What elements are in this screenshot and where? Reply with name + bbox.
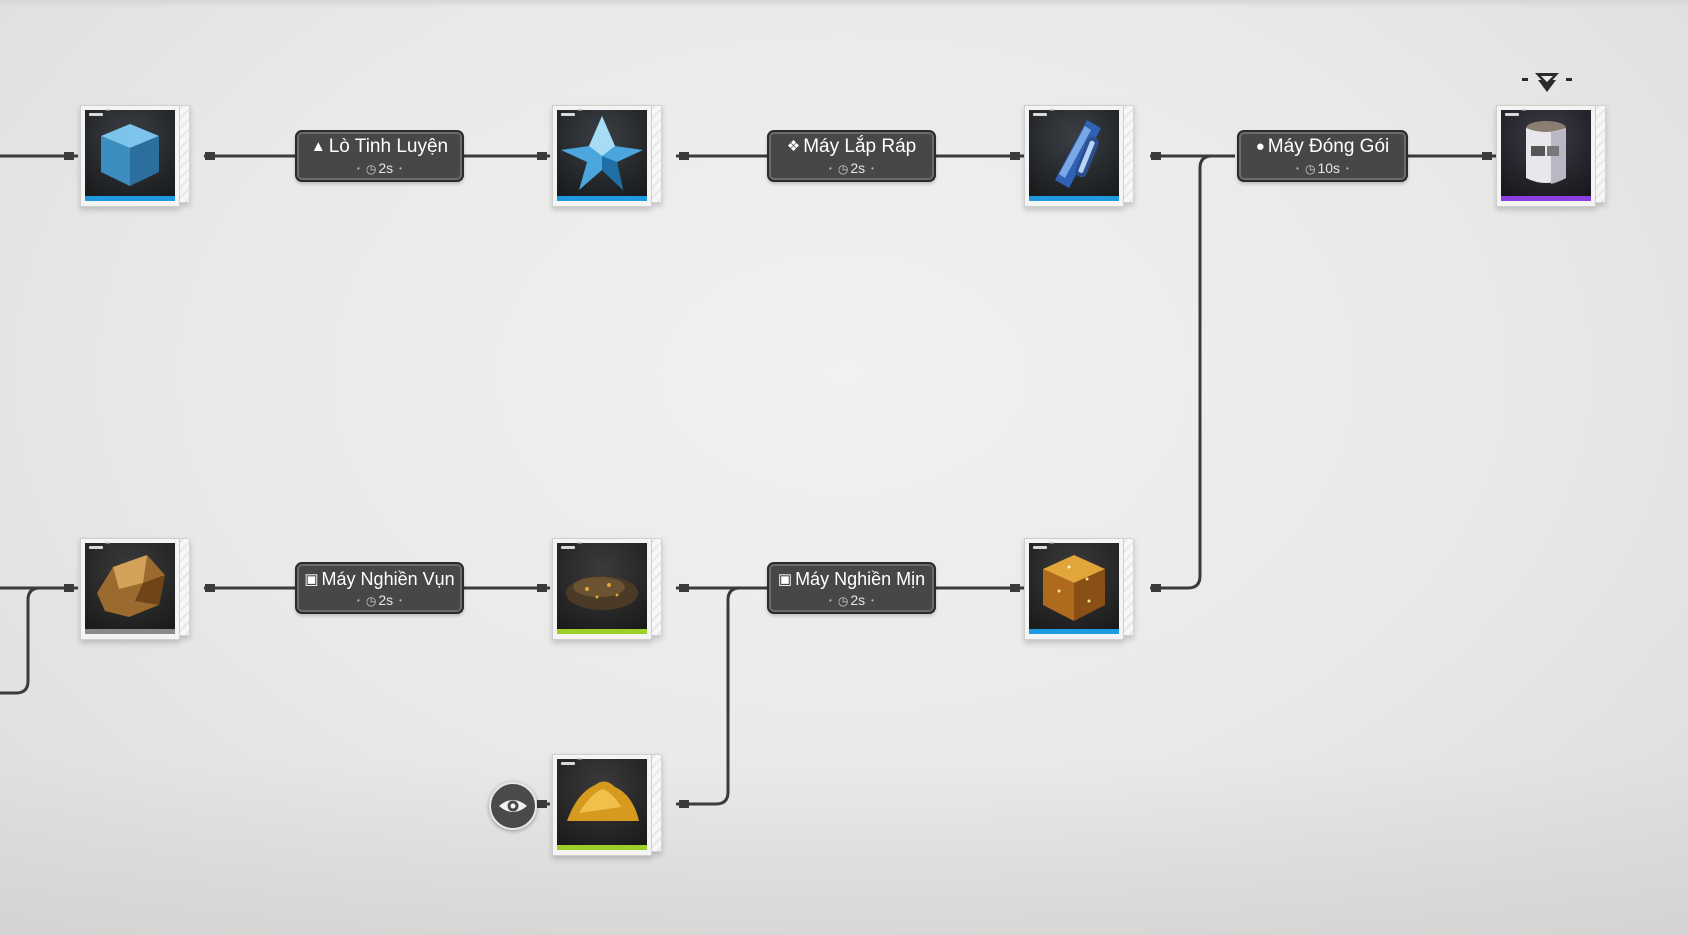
item-tag [561,107,581,116]
machine-grinder[interactable]: ▣Máy Nghiền Mịn •◷2s• [767,562,936,614]
clock-icon: ◷ [365,162,377,176]
machine-name: Máy Nghiền Vụn [321,569,455,589]
golden-cube-icon [1029,543,1119,629]
machine-name: Máy Đóng Gói [1267,136,1390,157]
dark-ore-chunk-icon [557,543,647,629]
item-tag [561,756,581,765]
rarity-bar [1029,629,1119,634]
eye-icon [499,800,527,812]
machine-assembler[interactable]: ❖Máy Lắp Ráp •◷2s• [767,130,936,182]
rarity-bar [1029,196,1119,201]
circuit-component-icon [1029,110,1119,196]
item-yellow-powder[interactable] [552,754,662,858]
machine-time: 2s [378,160,394,176]
machine-name: Máy Nghiền Mịn [795,569,926,589]
machine-crusher[interactable]: ▣Máy Nghiền Vụn •◷2s• [295,562,464,614]
smelter-icon: ▲ [310,138,326,155]
item-tag [1033,540,1053,549]
clock-icon: ◷ [1304,162,1316,176]
item-blue-cube[interactable] [80,105,190,209]
assembler-icon: ❖ [786,138,801,155]
machine-time: 2s [850,160,866,176]
rarity-bar [1501,196,1591,201]
item-tag [1033,107,1053,116]
machine-time: 2s [850,592,866,608]
target-marker-icon [1522,70,1572,96]
machine-name: Lò Tinh Luyện [328,136,449,157]
clock-icon: ◷ [837,594,849,608]
item-tag [89,540,109,549]
clock-icon: ◷ [365,594,377,608]
clock-icon: ◷ [837,162,849,176]
rarity-bar [557,845,647,850]
rarity-bar [557,629,647,634]
item-canister[interactable] [1496,105,1606,209]
item-tag [89,107,109,116]
background-floor [0,760,1688,935]
item-dark-ore-chunk[interactable] [552,538,662,642]
item-golden-cube[interactable] [1024,538,1134,642]
visibility-toggle-button[interactable] [489,782,537,830]
blue-cube-icon [85,110,175,196]
machine-name: Máy Lắp Ráp [803,136,917,157]
item-tag [561,540,581,549]
machine-time: 2s [378,592,394,608]
machine-smelter[interactable]: ▲Lò Tinh Luyện •◷2s• [295,130,464,182]
machine-time: 10s [1317,160,1341,176]
canister-icon [1501,110,1591,196]
grinder-icon: ▣ [777,571,793,588]
packager-icon: ● [1255,138,1265,155]
machine-packager[interactable]: ●Máy Đóng Gói •◷10s• [1237,130,1408,182]
amber-ore-icon [85,543,175,629]
item-tag [1505,107,1525,116]
top-edge [0,0,1688,8]
blue-crystal-icon [557,110,647,196]
rarity-bar [85,629,175,634]
yellow-powder-icon [557,759,647,845]
crusher-icon: ▣ [304,571,319,588]
item-circuit-component[interactable] [1024,105,1134,209]
rarity-bar [85,196,175,201]
rarity-bar [557,196,647,201]
item-amber-ore[interactable] [80,538,190,642]
item-blue-crystal[interactable] [552,105,662,209]
